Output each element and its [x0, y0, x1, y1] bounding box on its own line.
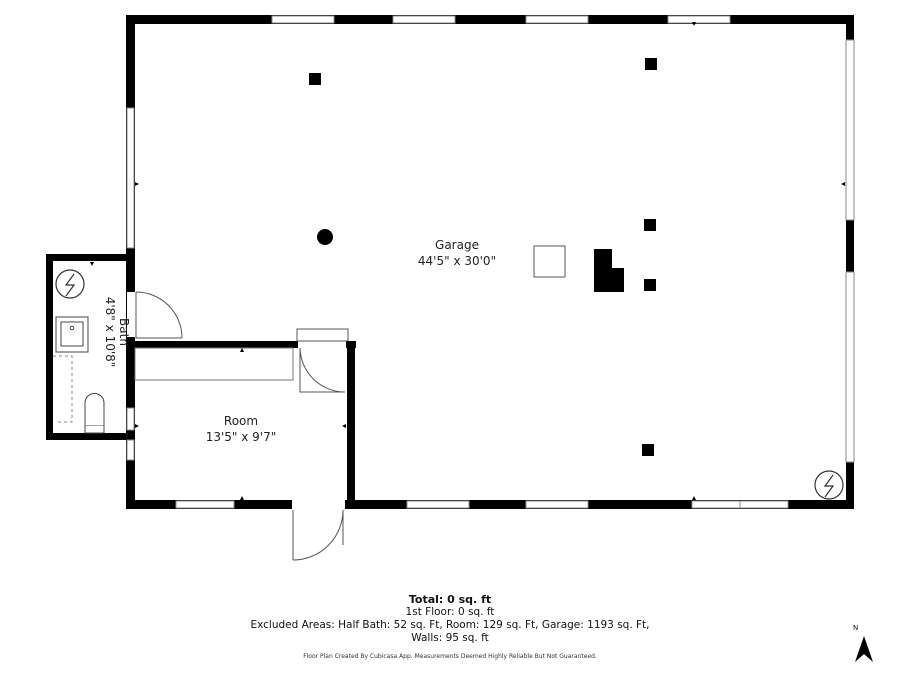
bath-label: Bath — [117, 318, 131, 346]
summary-floor: 1st Floor: 0 sq. ft — [405, 606, 495, 618]
doors — [135, 291, 349, 561]
room-dims: 13'5" x 9'7" — [206, 430, 277, 444]
water-heater-icon — [55, 269, 85, 299]
garage-label: Garage — [435, 238, 479, 252]
floor-box — [533, 245, 566, 278]
room-counter — [134, 347, 294, 381]
columns — [309, 58, 657, 456]
disclaimer: Floor Plan Created By Cubicasa App. Meas… — [303, 653, 597, 660]
door-openings — [127, 292, 346, 510]
water-heater-icon-2 — [814, 470, 844, 500]
wall-markers — [90, 22, 845, 500]
summary-total: Total: 0 sq. ft — [408, 593, 492, 606]
bath-counter — [53, 355, 73, 423]
sink-icon — [55, 316, 89, 353]
walls — [46, 15, 854, 509]
north-label: N — [853, 624, 859, 632]
room-label: Room — [224, 414, 258, 428]
summary-excluded-areas: Excluded Areas: Half Bath: 52 sq. Ft, Ro… — [250, 619, 650, 631]
toilet-icon — [84, 393, 105, 434]
summary-walls: Walls: 95 sq. ft — [411, 632, 489, 644]
windows — [126, 15, 855, 509]
garage-dims: 44'5" x 30'0" — [418, 254, 496, 268]
floor-drain-icon — [317, 229, 333, 245]
north-arrow-icon — [855, 636, 873, 662]
bath-dims: 4'8" x 10'8" — [103, 297, 117, 368]
